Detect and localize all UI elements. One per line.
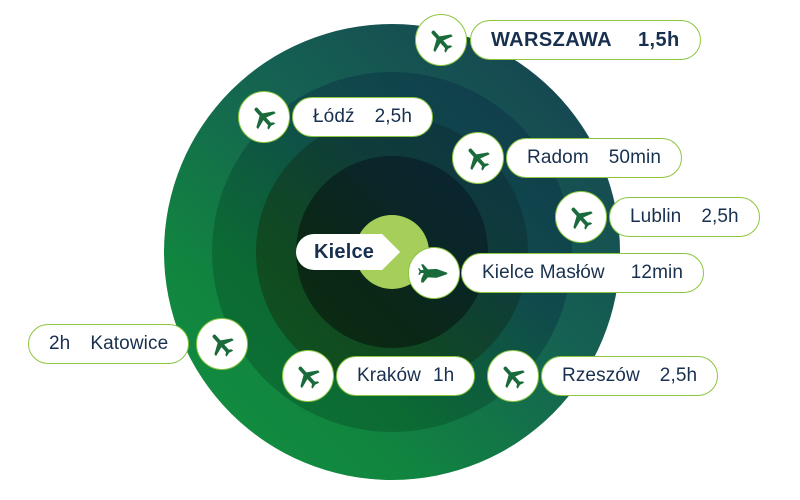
destination-pill-krakow: Kraków 1h [336, 356, 476, 396]
destination-city-kielce-maslow: Kielce Masłów [482, 262, 605, 283]
airplane-icon [468, 148, 490, 171]
destination-pill-rzeszow: Rzeszów 2,5h [541, 356, 719, 396]
destination-time-lodz: 2,5h [374, 106, 412, 127]
center-city-label: Kielce [314, 240, 375, 263]
destination-pill-lodz: Łódź 2,5h [292, 97, 433, 137]
center-city-marker: Kielce [296, 234, 400, 270]
destination-time-warszawa: 1,5h [637, 28, 680, 51]
airplane-icon [298, 366, 320, 389]
airplane-icon [212, 334, 234, 357]
destination-city-rzeszow: Rzeszów [562, 365, 640, 386]
airplane-icon-katowice [196, 318, 248, 370]
airplane-icon [431, 30, 453, 53]
destination-time-radom: 50min [608, 147, 661, 168]
airplane-icon-radom [452, 132, 504, 184]
destination-city-radom: Radom [527, 147, 589, 168]
airplane-side-icon-kielce-maslow [408, 247, 460, 299]
destination-city-lodz: Łódź [313, 106, 355, 127]
destination-city-katowice: Katowice [90, 333, 169, 354]
airplane-icon-krakow [282, 350, 334, 402]
airplane-icon-lodz [238, 91, 290, 143]
destination-time-lublin: 2,5h [701, 206, 739, 227]
airplane-side-icon [418, 264, 448, 283]
destination-pill-kielce-maslow: Kielce Masłów 12min [461, 253, 704, 293]
destination-pill-radom: Radom 50min [506, 138, 682, 178]
destination-time-rzeszow: 2,5h [659, 365, 698, 386]
destination-city-lublin: Lublin [630, 206, 682, 227]
airplane-icon-warszawa [415, 14, 467, 66]
destination-pill-katowice: 2h Katowice [28, 324, 190, 364]
destination-time-katowice: 2h [49, 333, 71, 354]
airplane-icon [503, 366, 525, 389]
destination-time-krakow: 1h [432, 365, 455, 386]
destination-time-kielce-maslow: 12min [630, 262, 683, 283]
airplane-icon [571, 207, 593, 230]
destination-pill-lublin: Lublin 2,5h [609, 197, 760, 237]
destination-pill-warszawa: WARSZAWA 1,5h [470, 20, 701, 60]
airplane-icon [254, 107, 276, 130]
destination-city-krakow: Kraków [357, 365, 421, 386]
airplane-icon-lublin [555, 191, 607, 243]
destination-city-warszawa: WARSZAWA [491, 28, 612, 51]
airplane-icon-rzeszow [487, 350, 539, 402]
